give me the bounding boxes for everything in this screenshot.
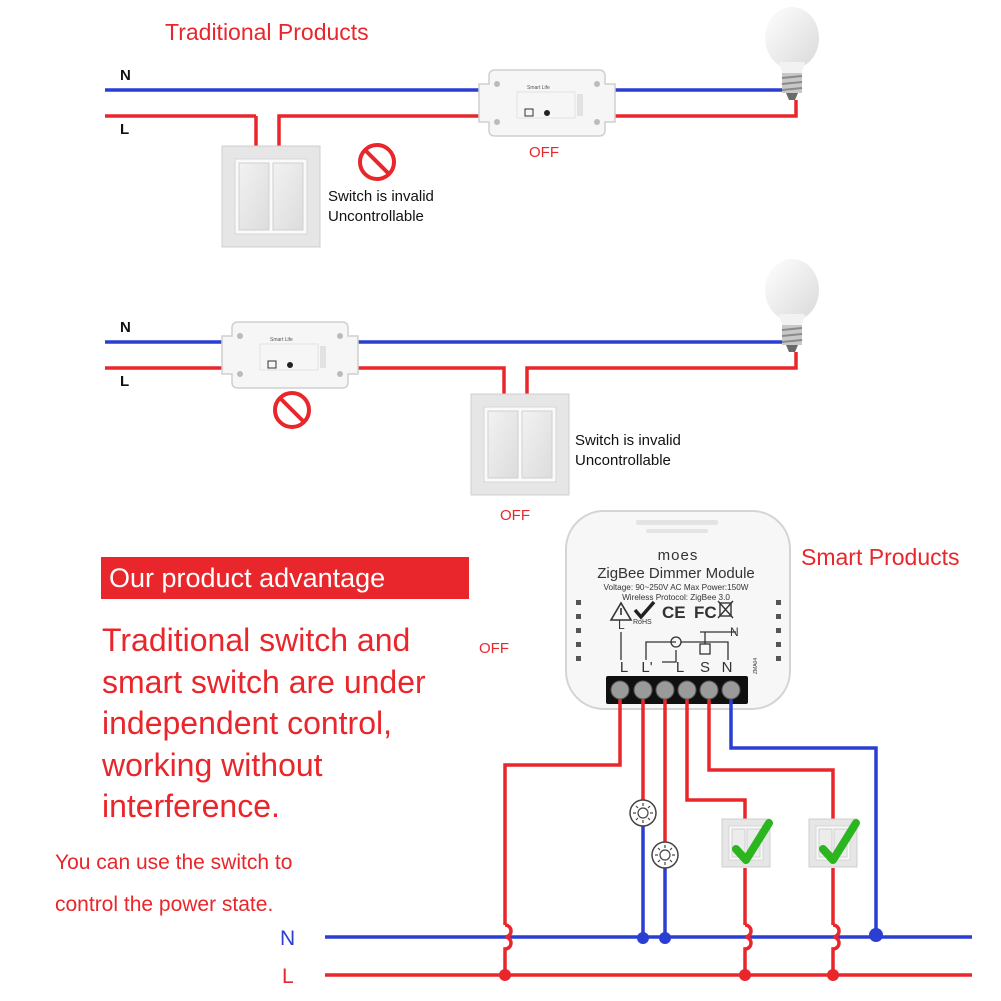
lamp-symbol bbox=[629, 799, 657, 827]
prohibited-icon bbox=[273, 391, 311, 429]
check-icon bbox=[732, 819, 773, 864]
prohibited-icon bbox=[358, 143, 396, 181]
terminal-labels: L L' L S N bbox=[620, 659, 733, 676]
module-spec-protocol: Wireless Protocol: ZigBee 3.0 bbox=[622, 593, 730, 602]
invalid-note-line2: Uncontrollable bbox=[575, 452, 671, 469]
usage-line: control the power state. bbox=[55, 893, 274, 916]
terminal-label: L bbox=[620, 659, 628, 676]
lamp-symbol bbox=[651, 841, 679, 869]
off-status: OFF bbox=[479, 640, 509, 657]
neutral-label: N bbox=[120, 319, 131, 336]
rohs-label: RoHS bbox=[633, 619, 652, 626]
svg-text:ZMA04: ZMA04 bbox=[753, 658, 759, 674]
invalid-note-line1: Switch is invalid bbox=[328, 188, 434, 205]
live-wire bbox=[615, 100, 798, 118]
light-bulb bbox=[765, 7, 819, 100]
relay-brand: Smart Life bbox=[527, 85, 550, 91]
live-wire bbox=[356, 366, 506, 396]
check-icon bbox=[819, 819, 860, 864]
wall-switch-small bbox=[808, 818, 860, 868]
module-spec-voltage: Voltage: 90~250V AC Max Power:150W bbox=[604, 583, 749, 592]
advantage-line: Traditional switch and bbox=[102, 622, 411, 658]
advantage-line: smart switch are under bbox=[102, 663, 426, 700]
terminal-label: N bbox=[722, 659, 733, 676]
terminal-screws bbox=[610, 680, 741, 700]
neutral-bus-label: N bbox=[280, 927, 296, 950]
live-label: L bbox=[120, 373, 130, 390]
usage-line: You can use the switch to bbox=[55, 851, 293, 874]
smart-relay bbox=[478, 69, 616, 137]
module-brand: moes bbox=[658, 547, 699, 564]
off-status: OFF bbox=[500, 507, 530, 524]
warning-icon bbox=[609, 601, 633, 621]
live-label: L bbox=[120, 121, 130, 138]
section2-wires bbox=[105, 340, 798, 396]
advantage-line: working without bbox=[102, 746, 323, 783]
advantage-text: Traditional switch and smart switch are … bbox=[102, 620, 426, 828]
advantage-banner: Our product advantage bbox=[101, 557, 469, 599]
usage-note: You can use the switch to control the po… bbox=[55, 842, 292, 926]
smart-relay bbox=[221, 321, 359, 389]
weee-icon bbox=[719, 602, 732, 617]
internal-schematic bbox=[620, 631, 736, 663]
module-l-mark: L bbox=[618, 618, 625, 632]
rohs-check-icon bbox=[633, 600, 656, 620]
traditional-products-title: Traditional Products bbox=[165, 19, 369, 45]
wall-switch bbox=[470, 393, 570, 496]
ce-mark: CE bbox=[662, 603, 686, 622]
off-status: OFF bbox=[529, 144, 559, 161]
zigbee-dimmer-module: RoHS CE FC L N bbox=[565, 510, 791, 710]
neutral-label: N bbox=[120, 67, 131, 84]
invalid-note-line2: Uncontrollable bbox=[328, 208, 424, 225]
live-bus-label: L bbox=[282, 965, 294, 988]
terminal-label: L bbox=[676, 659, 684, 676]
terminal-label: S bbox=[700, 659, 710, 676]
light-bulb bbox=[765, 259, 819, 352]
junction-dots bbox=[499, 928, 883, 981]
invalid-note-line1: Switch is invalid bbox=[575, 432, 681, 449]
wall-switch-small bbox=[721, 818, 773, 868]
relay-brand: Smart Life bbox=[270, 337, 293, 343]
advantage-line: interference. bbox=[102, 788, 280, 824]
live-wire bbox=[525, 352, 798, 396]
wall-switch bbox=[221, 145, 321, 248]
module-n-mark: N bbox=[730, 625, 739, 639]
smart-products-title: Smart Products bbox=[801, 544, 960, 570]
terminal-label: L' bbox=[641, 659, 652, 676]
live-wire bbox=[277, 114, 487, 148]
section1-wires bbox=[105, 88, 798, 148]
advantage-line: independent control, bbox=[102, 705, 392, 741]
module-name: ZigBee Dimmer Module bbox=[597, 565, 755, 582]
fcc-mark: FC bbox=[694, 603, 717, 622]
